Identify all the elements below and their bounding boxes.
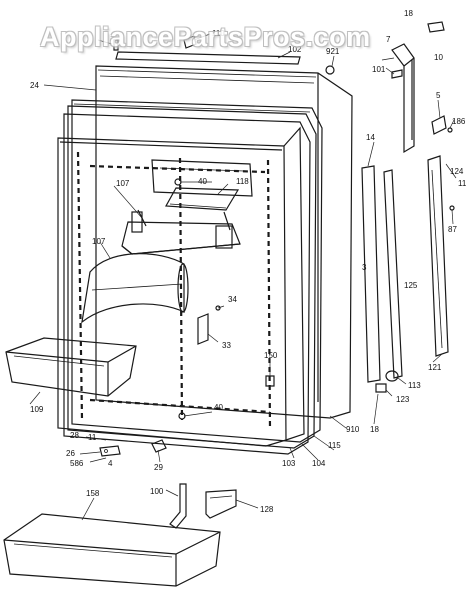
callout-100: 100 bbox=[150, 487, 164, 496]
callout-7: 7 bbox=[386, 35, 391, 44]
callout-109: 109 bbox=[30, 405, 44, 414]
callout-labels: 110 102 921 18 7 10 101 24 5 186 14 124 … bbox=[30, 9, 467, 514]
callout-24: 24 bbox=[30, 81, 39, 90]
callout-113: 113 bbox=[408, 381, 421, 390]
bracket-5 bbox=[431, 115, 447, 135]
leader-lines bbox=[29, 33, 457, 521]
callout-150: 150 bbox=[264, 351, 278, 360]
callout-87: 87 bbox=[448, 225, 457, 234]
clip-150 bbox=[265, 375, 275, 387]
callout-910: 910 bbox=[346, 425, 360, 434]
callout-18-lower: 18 bbox=[370, 425, 379, 434]
cap-123 bbox=[375, 383, 387, 393]
callout-586: 586 bbox=[70, 459, 84, 468]
callout-128: 128 bbox=[260, 505, 274, 514]
cap-29 bbox=[151, 439, 167, 453]
cap-921 bbox=[325, 65, 335, 75]
clip-110 bbox=[183, 35, 197, 49]
clip-124 bbox=[449, 205, 455, 211]
cover-128 bbox=[205, 489, 237, 519]
callout-101: 101 bbox=[372, 65, 386, 74]
callout-107-upper: 107 bbox=[116, 179, 130, 188]
callout-40-upper: 40 bbox=[198, 177, 207, 186]
callout-118: 118 bbox=[236, 177, 249, 186]
callout-121: 121 bbox=[428, 363, 442, 372]
callout-26: 26 bbox=[66, 449, 75, 458]
hinge-assembly-7 bbox=[391, 43, 415, 154]
trim-rail-125 bbox=[383, 169, 403, 379]
door-bin-107-lower bbox=[81, 253, 189, 324]
screw-186 bbox=[447, 127, 453, 133]
callout-11-lower: 11 bbox=[88, 433, 97, 442]
door-bin-109 bbox=[5, 337, 137, 397]
bracket-100 bbox=[169, 483, 187, 529]
callout-40-lower: 40 bbox=[214, 403, 223, 412]
bottom-bin-158 bbox=[3, 513, 221, 587]
callout-110: 110 bbox=[212, 29, 225, 38]
callout-104: 104 bbox=[312, 459, 326, 468]
trim-rail-121 bbox=[427, 155, 449, 357]
callout-5: 5 bbox=[436, 91, 441, 100]
callout-115: 115 bbox=[328, 441, 341, 450]
callout-29: 29 bbox=[154, 463, 163, 472]
top-strip-102 bbox=[115, 51, 301, 65]
callout-102: 102 bbox=[288, 45, 302, 54]
callout-921: 921 bbox=[326, 47, 340, 56]
small-tray-118 bbox=[165, 187, 240, 211]
callout-124: 124 bbox=[450, 167, 464, 176]
callout-18-top: 18 bbox=[404, 9, 413, 18]
callout-107-lower: 107 bbox=[92, 237, 106, 246]
callout-4: 4 bbox=[108, 459, 113, 468]
callout-11: 11 bbox=[458, 179, 467, 188]
screw-101 bbox=[391, 69, 403, 79]
cap-113 bbox=[385, 370, 399, 382]
hinge-parts-26 bbox=[99, 445, 121, 457]
outer-door-panel bbox=[95, 65, 353, 419]
callout-28: 28 bbox=[70, 431, 79, 440]
hinge-cap-10 bbox=[427, 21, 445, 33]
callout-33: 33 bbox=[222, 341, 231, 350]
inner-door-liner bbox=[57, 126, 305, 447]
latch-parts-33-34 bbox=[197, 305, 221, 345]
callout-10: 10 bbox=[434, 53, 443, 62]
callout-158: 158 bbox=[86, 489, 100, 498]
callout-34: 34 bbox=[228, 295, 237, 304]
trim-rail-14 bbox=[361, 165, 381, 383]
callout-3: 3 bbox=[362, 263, 367, 272]
callout-14: 14 bbox=[366, 133, 375, 142]
callout-125: 125 bbox=[404, 281, 418, 290]
callout-123: 123 bbox=[396, 395, 410, 404]
callout-103: 103 bbox=[282, 459, 296, 468]
screw-top-11 bbox=[113, 39, 119, 51]
callout-186: 186 bbox=[452, 117, 466, 126]
